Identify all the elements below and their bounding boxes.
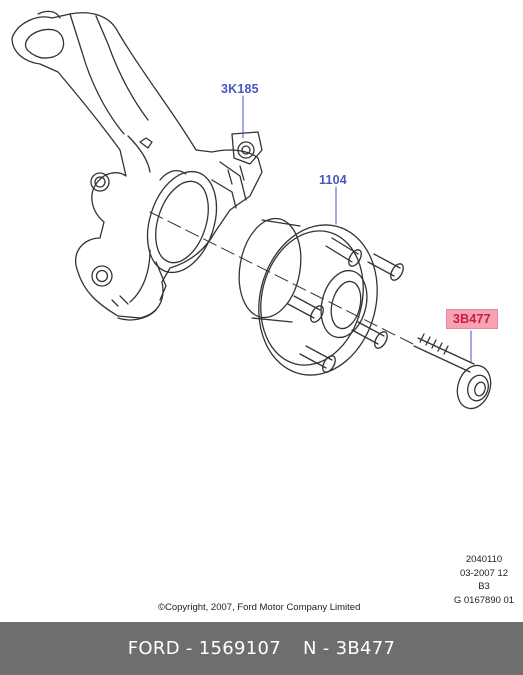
wheel-stud [351,321,388,349]
copyright-notice: ©Copyright, 2007, Ford Motor Company Lim… [158,602,361,613]
callout-bolt-label: 3B477 [446,309,498,329]
callout-hub-label: 1104 [319,173,347,187]
callout-knuckle-label: 3K185 [221,82,259,96]
wheel-hub [238,217,404,376]
footer-reference: N - 3B477 [302,638,396,659]
steering-knuckle [11,10,263,321]
drawing-id: 2040110 [465,554,503,565]
drawing-metadata: 2040110 03-2007 12 B3 G 0167890 01 [446,553,522,607]
exploded-parts-diagram [11,10,492,410]
part-number-footer: FORD - 1569107 N - 3B477 [0,622,523,675]
drawing-code: G 0167890 01 [453,594,515,606]
hub-bolt [413,333,492,410]
wheel-stud [299,345,336,373]
drawing-date: 03-2007 12 [459,567,509,579]
assembly-axis-line [149,211,416,346]
drawing-sheet: B3 [478,581,490,592]
wheel-stud [287,295,324,323]
wheel-stud [325,237,362,267]
wheel-stud [367,253,404,281]
callout-leaders [242,95,472,363]
footer-part-number: FORD - 1569107 [127,638,281,659]
